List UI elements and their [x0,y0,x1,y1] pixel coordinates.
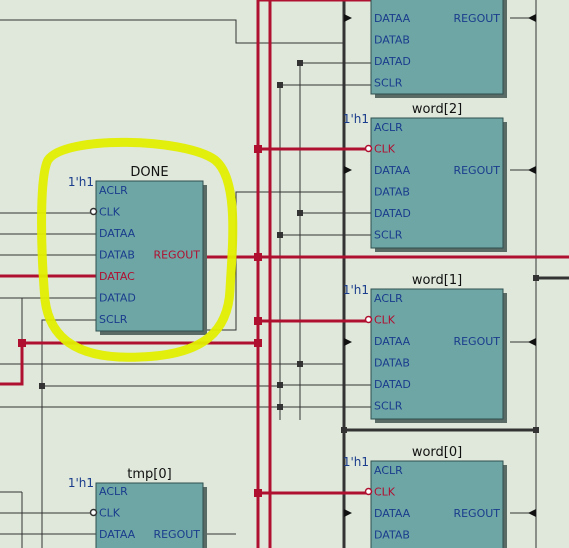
port-aclr: ACLR [99,485,128,498]
block-title: word[2] [412,102,462,117]
constant-label: 1'h1 [343,283,369,297]
port-datab: DATAB [374,529,410,542]
clock-inversion-bubble [364,487,373,496]
port-clk: CLK [374,486,396,499]
block-top-register[interactable]: DATAA DATAB DATAD SCLR REGOUT [370,0,507,98]
block-title: word[1] [412,273,462,288]
block-body [95,180,204,332]
port-datac: DATAC [99,270,135,283]
port-regout: REGOUT [153,528,200,541]
port-regout: REGOUT [153,249,200,262]
port-datab: DATAB [374,357,410,370]
port-aclr: ACLR [374,292,403,305]
port-dataa: DATAA [99,227,136,240]
block-title: DONE [130,165,168,180]
port-clk: CLK [374,143,396,156]
port-datab: DATAB [374,186,410,199]
port-regout: REGOUT [453,12,500,25]
clock-inversion-bubble [89,207,98,216]
port-regout: REGOUT [453,164,500,177]
port-aclr: ACLR [99,184,128,197]
block-title: word[0] [412,445,462,460]
port-dataa: DATAA [374,507,411,520]
clock-inversion-bubble [364,315,373,324]
port-datad: DATAD [374,378,411,391]
port-datad: DATAD [374,207,411,220]
highlight-circle [37,137,238,362]
constant-label: 1'h1 [343,112,369,126]
port-datad: DATAD [374,55,411,68]
port-sclr: SCLR [374,400,403,413]
port-aclr: ACLR [374,464,403,477]
port-dataa: DATAA [374,164,411,177]
block-body [370,460,504,548]
constant-label: 1'h1 [343,455,369,469]
clock-junctions [18,145,262,497]
port-sclr: SCLR [99,313,128,326]
port-sclr: SCLR [374,77,403,90]
block-body [95,482,204,548]
port-dataa: DATAA [374,12,411,25]
port-datab: DATAB [99,249,135,262]
port-clk: CLK [374,314,396,327]
block-body [370,288,504,420]
port-regout: REGOUT [453,507,500,520]
port-clk: CLK [99,507,121,520]
junction-dots [39,60,539,433]
clock-inversion-bubble [89,508,98,517]
bus-lines [342,0,569,548]
port-dataa: DATAA [99,528,136,541]
block-body [370,0,504,95]
port-sclr: SCLR [374,229,403,242]
port-dataa: DATAA [374,335,411,348]
constant-label: 1'h1 [68,175,94,189]
block-title: tmp[0] [127,467,171,482]
clock-inversion-bubble [364,144,373,153]
port-clk: CLK [99,206,121,219]
port-regout: REGOUT [453,335,500,348]
port-datab: DATAB [374,34,410,47]
constant-label: 1'h1 [68,476,94,490]
block-body [370,117,504,249]
port-datad: DATAD [99,292,136,305]
port-aclr: ACLR [374,121,403,134]
port-arrows [344,14,536,517]
